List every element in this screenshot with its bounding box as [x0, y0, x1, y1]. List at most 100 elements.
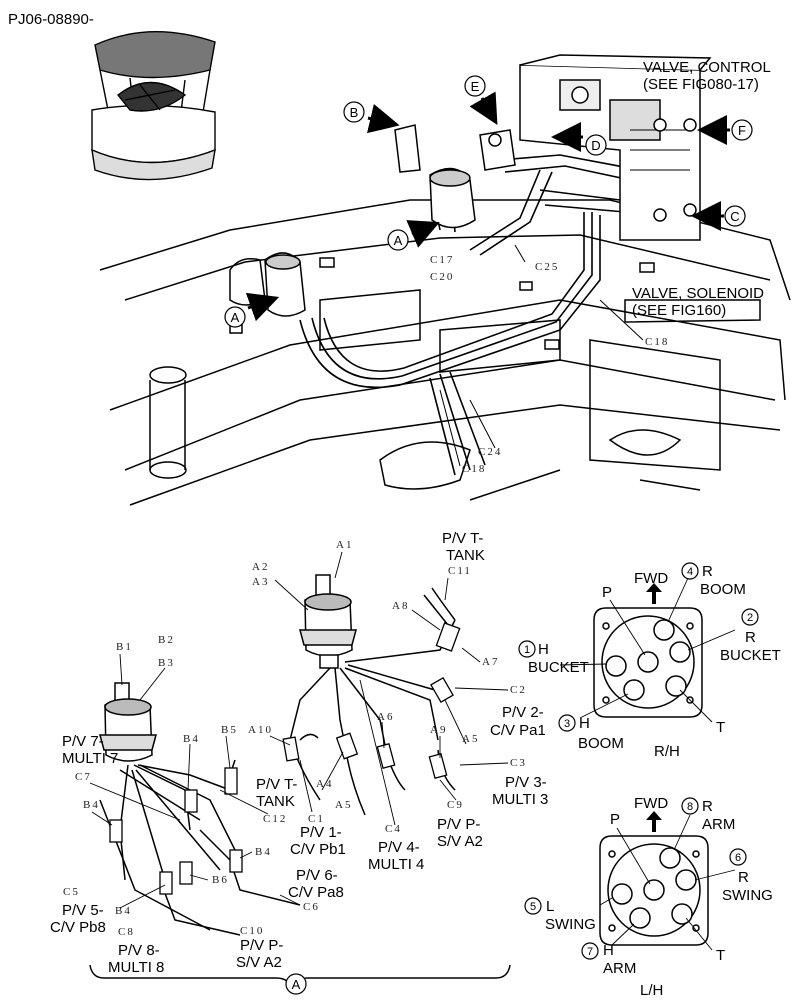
lh-l-swing-1: L — [546, 898, 554, 915]
rh-num-4-circle — [681, 562, 699, 580]
part-a3: A3 — [252, 576, 269, 588]
solenoid-valve-label: VALVE, SOLENOID — [632, 285, 764, 302]
control-valve — [519, 54, 712, 241]
hose-pv3-2: MULTI 3 — [492, 791, 548, 808]
hose-pv1-2: C/V Pb1 — [290, 841, 346, 858]
lh-t: T — [716, 947, 725, 964]
control-valve-ref: (SEE FIG080-17) — [643, 76, 759, 93]
rh-r-bucket-2: BUCKET — [720, 647, 781, 664]
hose-pv2-2: C/V Pa1 — [490, 722, 546, 739]
part-c8: C8 — [118, 926, 135, 938]
rh-num-3-circle — [558, 714, 576, 732]
hose-pv1-1: P/V 1- — [300, 824, 342, 841]
part-a5-left: A5 — [335, 799, 352, 811]
code-c25: C25 — [535, 261, 559, 273]
lh-fwd: FWD — [634, 795, 668, 812]
part-b2: B2 — [158, 634, 175, 646]
callout-b: B — [350, 105, 359, 120]
rh-r-boom-2: BOOM — [700, 581, 746, 598]
hose-pv7-2: MULTI 7 — [62, 750, 118, 767]
hose-pvp-1: P/V P- — [437, 816, 480, 833]
hose-pv4-2: MULTI 4 — [368, 856, 424, 873]
hose-fittings — [109, 622, 461, 895]
callout-e: E — [471, 79, 480, 94]
part-c2: C2 — [510, 684, 527, 696]
part-b3: B3 — [158, 657, 175, 669]
pilot-valve-b1 — [99, 682, 157, 762]
lh-num-5-circle — [524, 897, 542, 915]
hose-pvp-b-1: P/V P- — [240, 937, 283, 954]
pilot-valve-upper-right — [394, 124, 516, 229]
part-c9: C9 — [447, 799, 464, 811]
callout-f: F — [738, 123, 746, 138]
rh-fwd: FWD — [634, 570, 668, 587]
part-c1: C1 — [308, 813, 325, 825]
detail-hoses — [99, 587, 456, 936]
part-c5: C5 — [63, 886, 80, 898]
code-c17: C17 — [430, 254, 454, 266]
part-b4-left: B4 — [83, 799, 100, 811]
lh-num-5: 5 — [530, 901, 536, 913]
code-c18-right: C18 — [645, 336, 669, 348]
hose-labels: P/V T- TANK P/V 2- C/V Pa1 P/V 3- MULTI … — [50, 530, 548, 976]
rh-h-bucket-1: H — [538, 641, 549, 658]
lh-connector — [599, 835, 709, 946]
rh-connector — [593, 607, 703, 718]
lh-caption: L/H — [640, 982, 663, 999]
rh-fwd-arrow — [646, 583, 662, 604]
frame-structure — [99, 199, 791, 506]
callout-a-right: A — [394, 233, 403, 248]
part-a1: A1 — [336, 539, 353, 551]
part-a6: A6 — [377, 711, 394, 723]
part-number: PJ06-08890- — [8, 11, 94, 28]
detail-a-label: A — [292, 977, 301, 992]
code-c24: C24 — [478, 446, 502, 458]
part-b4-right: B4 — [255, 846, 272, 858]
lh-num-8: 8 — [687, 801, 693, 813]
hose-pv3-1: P/V 3- — [505, 774, 547, 791]
lh-fwd-arrow — [646, 811, 662, 832]
callout-circles — [224, 75, 753, 328]
part-c6: C6 — [303, 901, 320, 913]
lh-r-arm-1: R — [702, 798, 713, 815]
part-a2: A2 — [252, 561, 269, 573]
callout-d: D — [591, 138, 600, 153]
lh-r-swing-1: R — [738, 869, 749, 886]
rh-num-2-circle — [741, 608, 759, 626]
lh-num-7: 7 — [587, 946, 593, 958]
lh-p: P — [610, 811, 620, 828]
lh-r-arm-2: ARM — [702, 816, 735, 833]
part-a4: A4 — [316, 778, 333, 790]
rh-p: P — [602, 584, 612, 601]
callout-arrows — [245, 91, 730, 322]
rh-h-bucket-2: BUCKET — [528, 659, 589, 676]
hose-pv8-1: P/V 8- — [118, 942, 160, 959]
part-b1: B1 — [116, 641, 133, 653]
rh-num-4: 4 — [687, 566, 693, 578]
detail-a-circle — [285, 973, 307, 995]
rh-num-1-circle — [518, 640, 536, 658]
part-b6: B6 — [212, 874, 229, 886]
pilot-valve-upper-left — [264, 252, 306, 317]
part-a9: A9 — [430, 724, 447, 736]
hose-tank-top-2: TANK — [446, 547, 485, 564]
lh-num-8-circle — [681, 797, 699, 815]
lh-num-6-circle — [729, 848, 747, 866]
rh-num-3: 3 — [564, 718, 570, 730]
lh-h-arm-1: H — [603, 942, 614, 959]
part-c4: C4 — [385, 823, 402, 835]
rh-num-2: 2 — [747, 612, 753, 624]
part-c10: C10 — [240, 925, 264, 937]
hose-pv6-2: C/V Pa8 — [288, 884, 344, 901]
code-c18-left: C18 — [462, 463, 486, 475]
hose-pv4-1: P/V 4- — [378, 839, 420, 856]
pilot-valve-a1 — [299, 574, 357, 669]
code-c20: C20 — [430, 271, 454, 283]
hose-tank-top-1: P/V T- — [442, 530, 483, 547]
control-valve-label: VALVE, CONTROL — [643, 59, 771, 76]
rh-h-boom-2: BOOM — [578, 735, 624, 752]
part-b4-bottom: B4 — [115, 905, 132, 917]
hose-tank-2: TANK — [256, 793, 295, 810]
lh-leaders — [599, 814, 736, 951]
